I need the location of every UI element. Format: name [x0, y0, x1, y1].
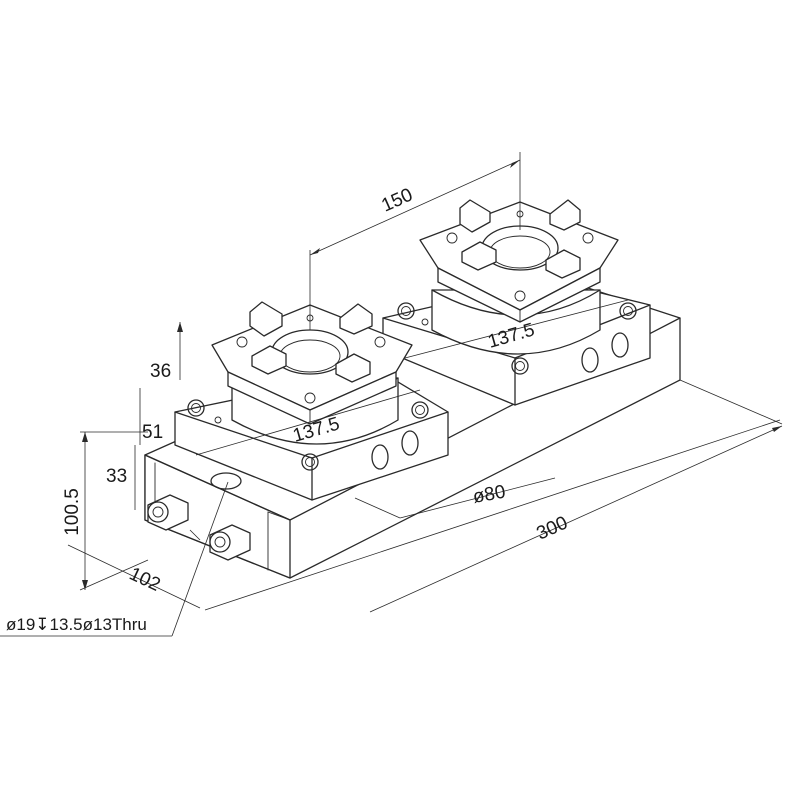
hole-callout: ø19↧13.5ø13Thru	[6, 615, 147, 634]
dim-100-5: 100.5	[62, 488, 83, 536]
fitting-left	[147, 494, 189, 531]
dimension-lines	[0, 152, 783, 637]
through-hole	[210, 472, 242, 490]
dim-36: 36	[150, 361, 171, 382]
dim-51: 51	[142, 422, 163, 443]
dim-150: 150	[378, 184, 416, 216]
dimension-arrows	[82, 160, 782, 590]
dim-102: 102	[126, 563, 164, 595]
fitting-right	[209, 524, 251, 561]
dim-300: 300	[533, 512, 571, 544]
dim-33: 33	[106, 466, 127, 487]
rear-chuck	[419, 199, 619, 355]
dim-80: ø80	[471, 482, 507, 508]
front-chuck	[211, 301, 413, 445]
